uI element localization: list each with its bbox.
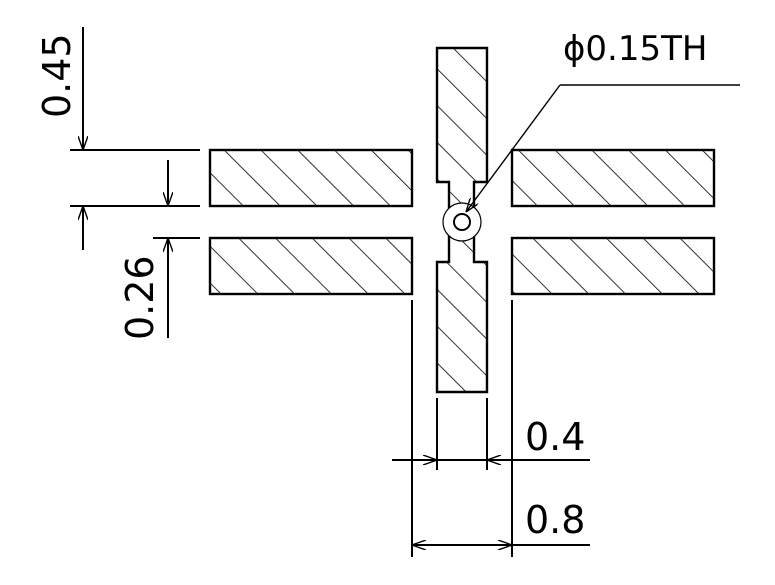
dim-label-04: 0.4: [525, 415, 585, 459]
via-hole: [442, 202, 482, 242]
pad-right-top: [510, 148, 716, 208]
dim-label-026: 0.26: [118, 255, 162, 340]
pad-left-top: [208, 148, 414, 208]
pad-right-bottom: [510, 236, 716, 296]
dim-label-08: 0.8: [525, 498, 585, 542]
dim-label-045: 0.45: [35, 33, 79, 118]
pad-left-bottom: [208, 236, 414, 296]
hole-label: ϕ0.15TH: [563, 29, 707, 69]
